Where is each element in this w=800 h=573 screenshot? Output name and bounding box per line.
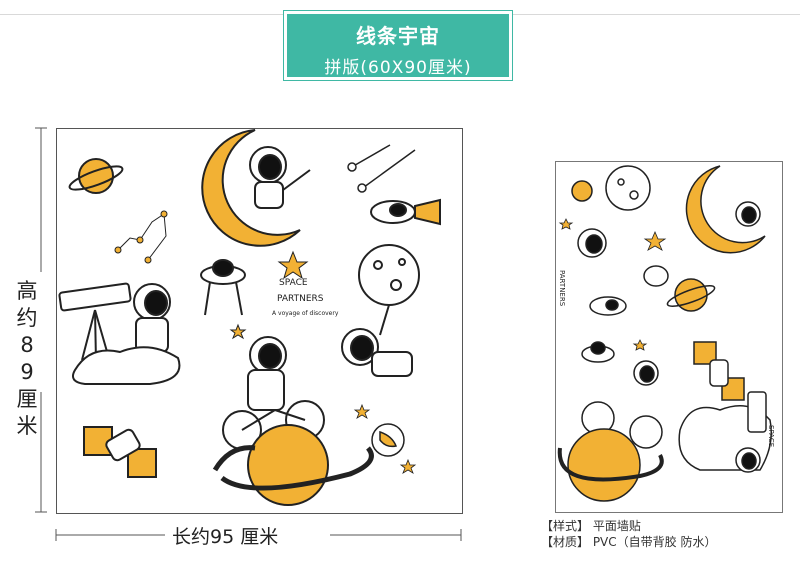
width-dimension-line bbox=[55, 529, 462, 541]
rocket-top-right bbox=[370, 198, 441, 226]
space-partners-text: SPACE PARTNERS A voyage of discovery bbox=[272, 278, 339, 317]
height-dimension-line bbox=[35, 127, 47, 513]
small-stars-right bbox=[353, 403, 417, 474]
partners-text: PARTNERS bbox=[277, 294, 324, 304]
banner-subtitle: 拼版(60X90厘米) bbox=[324, 58, 472, 78]
floating-astronaut bbox=[341, 328, 413, 377]
bicycle-astronaut bbox=[222, 336, 325, 450]
header-rule-left bbox=[0, 14, 287, 15]
astronaut-on-moon bbox=[249, 146, 311, 209]
spec-style: 【样式】 平面墙贴 bbox=[541, 519, 641, 533]
constellation-left bbox=[114, 210, 168, 264]
ringed-planet-large bbox=[212, 424, 374, 506]
header-rule-right bbox=[509, 14, 800, 15]
satellite bbox=[83, 426, 157, 478]
title-banner: 线条宇宙 拼版(60X90厘米) bbox=[287, 14, 509, 78]
preview-stars bbox=[558, 218, 667, 351]
ringed-planet-small bbox=[68, 158, 124, 194]
telescope-astronaut bbox=[58, 282, 181, 385]
preview-partners-text: PARTNERS bbox=[558, 270, 566, 307]
preview-artwork bbox=[557, 165, 772, 502]
tagline-text: A voyage of discovery bbox=[272, 310, 339, 317]
preview-space-text: SPACE bbox=[767, 425, 775, 447]
banner-title: 线条宇宙 bbox=[356, 24, 440, 48]
shooting-stars bbox=[347, 144, 416, 193]
width-label: 长约95 厘米 bbox=[172, 526, 279, 548]
space-title-text: SPACE bbox=[279, 278, 308, 288]
ufo bbox=[200, 259, 246, 316]
moon-balloon bbox=[358, 244, 420, 336]
stars-center bbox=[229, 250, 309, 340]
small-globe bbox=[371, 423, 405, 457]
spec-material: 【材质】 PVC（自带背胶 防水） bbox=[541, 535, 717, 549]
crescent-moon bbox=[201, 129, 301, 247]
